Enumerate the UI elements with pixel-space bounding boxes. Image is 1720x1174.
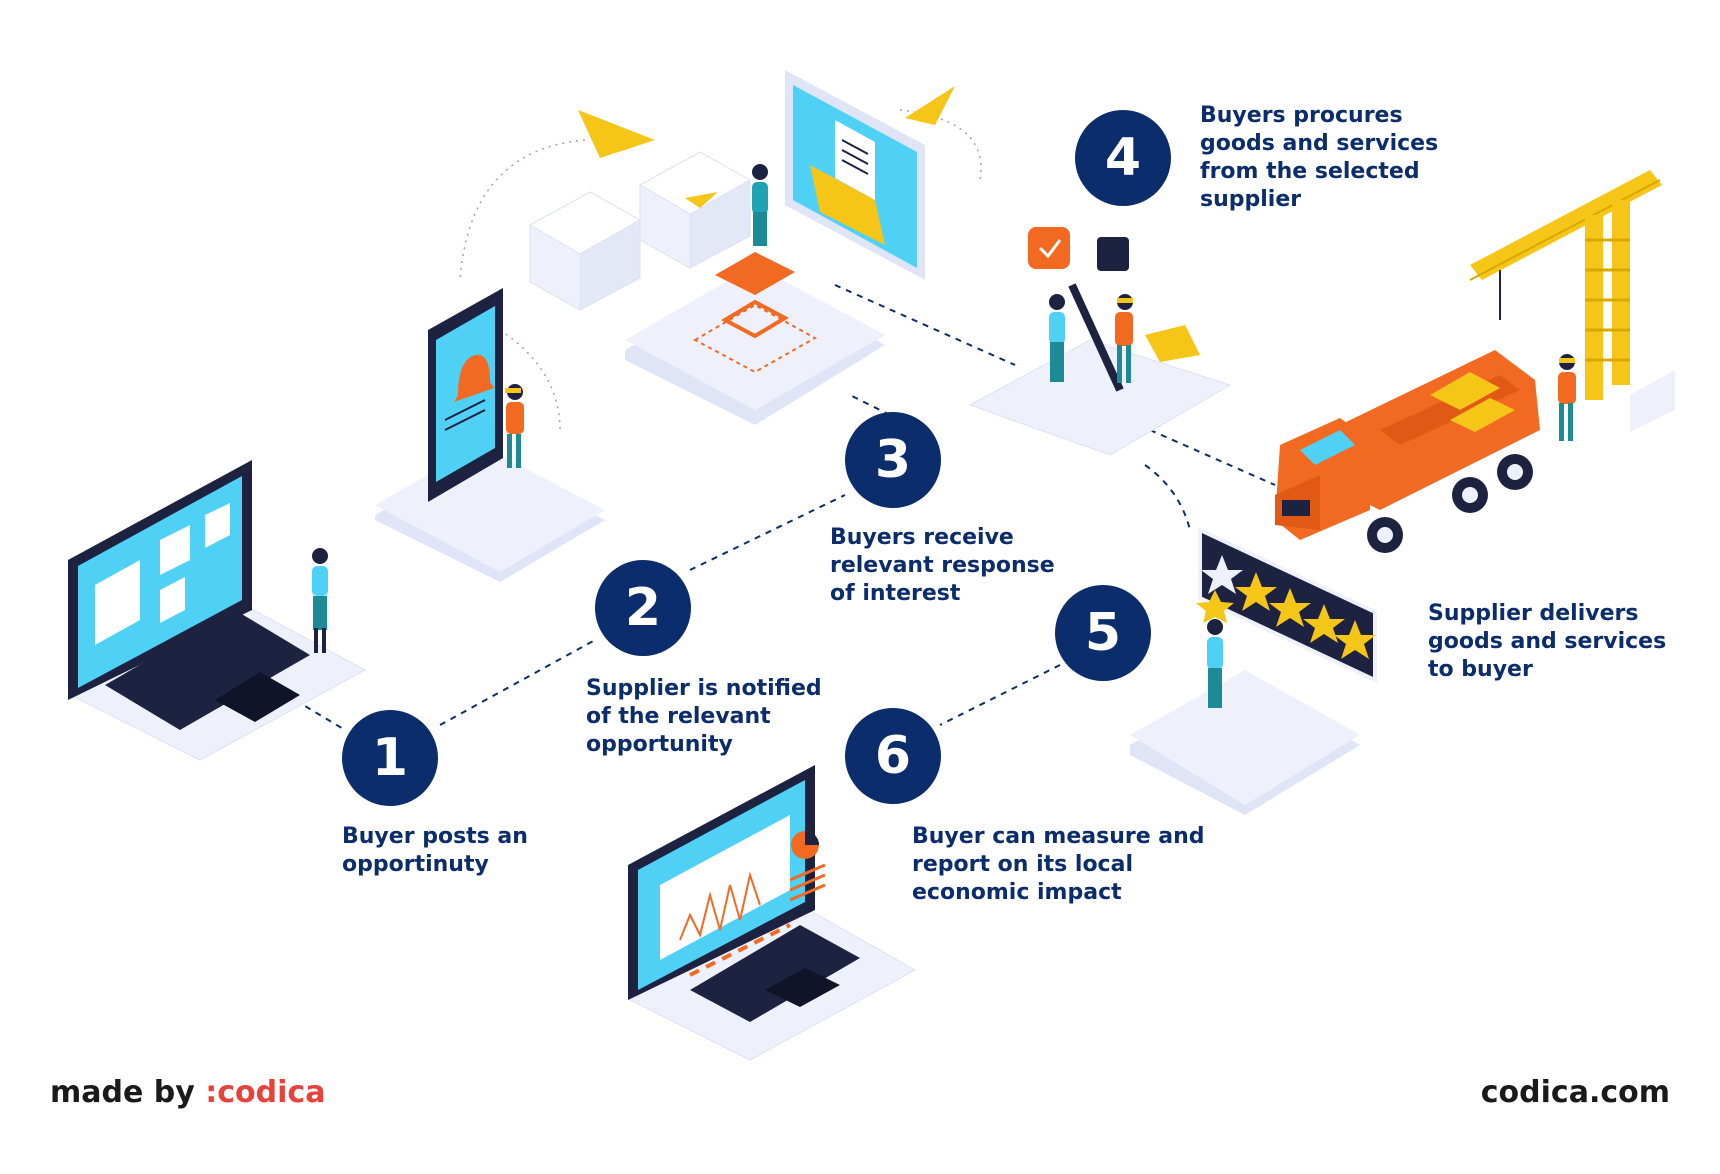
phone-platform-illustration [375,288,605,582]
platform-4 [968,339,1232,456]
decorative-dotted-arcs [459,109,982,431]
paper-plane-icon [685,192,718,208]
line-chart [679,871,761,941]
connector-laptop-to-1 [294,699,346,731]
connector-2-to-3 [689,494,846,571]
step-4-label: Buyers procures goods and services from … [1200,103,1439,212]
laptop2-keyboard [690,925,860,1022]
rating-illustration [1130,526,1377,815]
step-4-badge: 4 [1075,110,1171,206]
inbox-hub-illustration [528,70,955,425]
step-6-badge: 6 [845,708,941,804]
paper-plane-icon [578,110,655,158]
made-by-prefix: made by [50,1075,195,1110]
codica-logo: :codica [205,1075,326,1110]
rating-stars [1201,555,1376,659]
connector-4-to-5 [1144,464,1191,531]
crane-tower [1585,215,1603,400]
envelope-icon [810,165,885,245]
bell-icon [454,354,494,402]
made-by-credit: made by :codica [50,1075,325,1110]
connector-1-to-2 [439,639,596,726]
crane-arm [1470,170,1662,280]
connector-3-to-hub [849,394,891,416]
step-5-badge: 5 [1055,585,1151,681]
website-link[interactable]: codica.com [1480,1075,1670,1110]
connector-4-to-truck [1149,429,1276,486]
step-2-label: Supplier is notified of the relevant opp… [586,676,822,757]
laptop-keyboard [105,610,310,730]
laptop-screen [78,476,242,688]
laptop-board-illustration [68,460,367,761]
step-6-label: Buyer can measure and report on its loca… [912,824,1205,905]
step-3-badge: 3 [845,412,941,508]
paper-plane-icon [905,86,955,125]
platform-5-top [1130,670,1360,805]
connector-lines [294,284,1276,731]
step-1-badge: 1 [342,710,438,806]
procurement-illustration [968,227,1232,456]
truck-crane-illustration [1275,170,1675,553]
connector-hub-to-4 [834,284,1016,366]
step-5-label: Supplier delivers goods and services to … [1428,601,1667,682]
step-1-label: Buyer posts an opportinuty [342,824,528,877]
step-2-badge: 2 [595,560,691,656]
step-3-label: Buyers receive relevant response of inte… [830,525,1055,606]
connector-5-to-6 [939,664,1061,726]
analytics-laptop-illustration [628,765,917,1061]
